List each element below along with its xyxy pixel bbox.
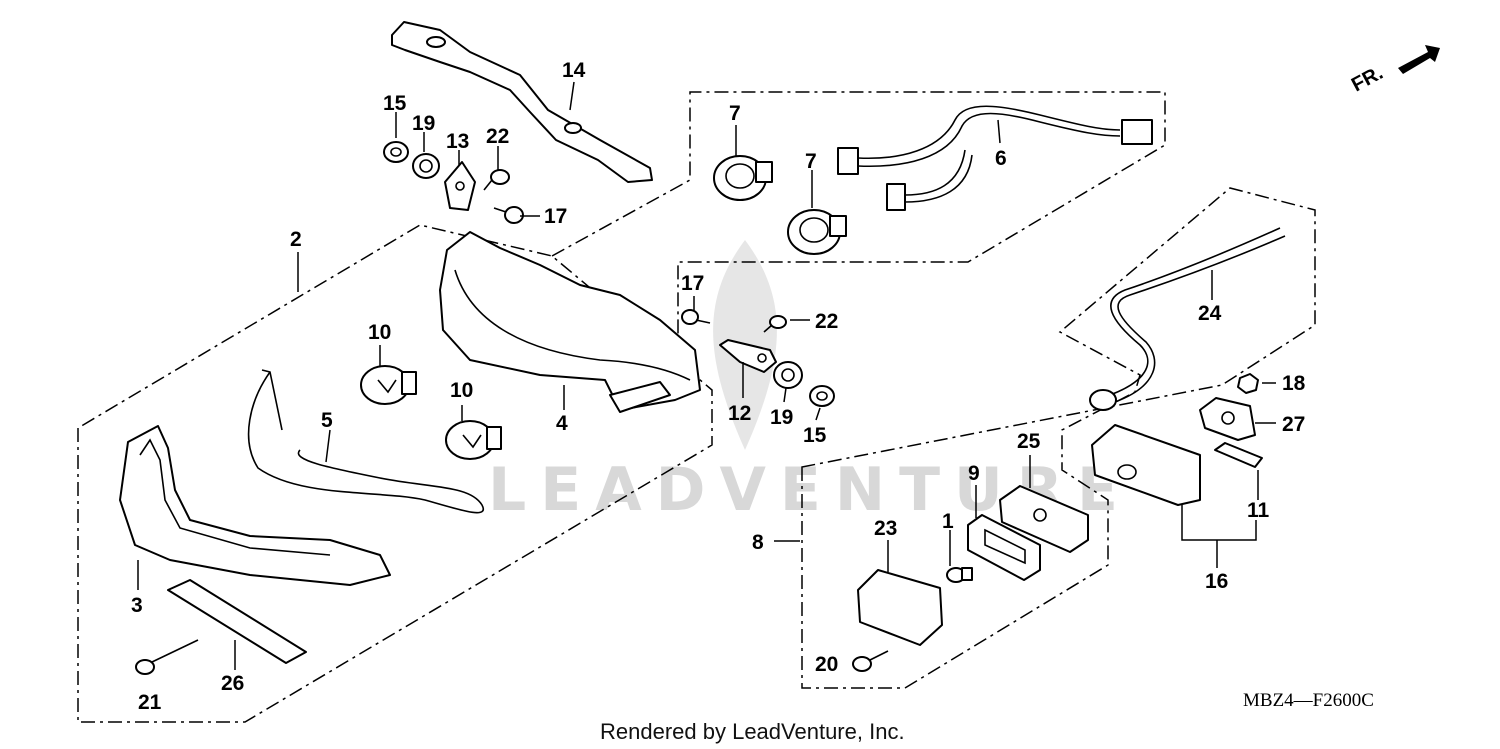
callout-19-top: 19 bbox=[412, 112, 435, 135]
lens-3 bbox=[119, 425, 391, 586]
bracket-14 bbox=[391, 21, 653, 183]
callout-11: 11 bbox=[1247, 499, 1270, 522]
callout-16: 16 bbox=[1205, 570, 1228, 593]
callout-20: 20 bbox=[815, 653, 838, 676]
socket-7-upper bbox=[713, 155, 773, 201]
callout-12: 12 bbox=[728, 402, 751, 425]
callouts: 14 15 19 13 22 17 7 7 6 2 10 10 5 4 3 26… bbox=[131, 59, 1306, 714]
callout-5: 5 bbox=[321, 409, 333, 432]
callout-10-lower: 10 bbox=[450, 379, 473, 402]
callout-10-upper: 10 bbox=[368, 321, 391, 344]
callout-3: 3 bbox=[131, 594, 143, 617]
bulb-10-lower bbox=[445, 420, 502, 460]
nut-18 bbox=[1237, 373, 1259, 394]
grommet-19-top bbox=[412, 153, 440, 179]
callout-24: 24 bbox=[1198, 302, 1222, 325]
seal-11 bbox=[1214, 442, 1263, 468]
seal-strip-26 bbox=[167, 579, 307, 664]
callout-6: 6 bbox=[995, 147, 1007, 170]
clip-12 bbox=[719, 339, 777, 373]
callout-22-top: 22 bbox=[486, 125, 509, 148]
collar-15-top bbox=[383, 141, 409, 163]
callout-7-lower: 7 bbox=[805, 150, 817, 173]
plate-27 bbox=[1199, 397, 1256, 441]
front-direction-arrow-icon bbox=[1398, 45, 1440, 74]
screw-20 bbox=[852, 650, 889, 672]
callout-1: 1 bbox=[942, 510, 954, 533]
leader-lines bbox=[137, 81, 1276, 670]
callout-14: 14 bbox=[562, 59, 586, 82]
socket-7-lower bbox=[787, 209, 847, 255]
gasket-5 bbox=[247, 369, 485, 514]
callout-18: 18 bbox=[1282, 372, 1306, 395]
wire-harness-6 bbox=[837, 105, 1153, 211]
bulb-1 bbox=[946, 567, 973, 583]
callout-23: 23 bbox=[874, 517, 897, 540]
callout-27: 27 bbox=[1282, 413, 1305, 436]
clip-13 bbox=[444, 161, 476, 211]
callout-26: 26 bbox=[221, 672, 244, 695]
grommet-19-mid bbox=[773, 361, 803, 389]
callout-21: 21 bbox=[138, 691, 162, 714]
screw-21 bbox=[135, 639, 199, 675]
callout-17-mid: 17 bbox=[681, 272, 704, 295]
assembly-box-2 bbox=[77, 224, 713, 723]
diagram-code: MBZ4—F2600C bbox=[1243, 690, 1374, 711]
callout-15-mid: 15 bbox=[803, 424, 827, 447]
callout-2: 2 bbox=[290, 228, 302, 251]
bolt-17-top bbox=[493, 206, 524, 224]
bolt-17-mid bbox=[681, 309, 711, 325]
gasket-9 bbox=[967, 514, 1041, 581]
callout-13: 13 bbox=[446, 130, 469, 153]
assembly-box-6 bbox=[551, 91, 1166, 335]
socket-25 bbox=[999, 485, 1089, 553]
direction-label: FR. bbox=[1348, 62, 1387, 97]
lens-23 bbox=[857, 569, 943, 646]
callout-7-upper: 7 bbox=[729, 102, 741, 125]
screw-22-top bbox=[483, 169, 510, 191]
callout-8: 8 bbox=[752, 531, 764, 554]
housing-4 bbox=[439, 231, 701, 413]
callout-15-top: 15 bbox=[383, 92, 407, 115]
bulb-10-upper bbox=[360, 365, 417, 405]
callout-19-mid: 19 bbox=[770, 406, 793, 429]
screw-22-mid bbox=[763, 315, 787, 333]
callout-25: 25 bbox=[1017, 430, 1041, 453]
housing-16 bbox=[1091, 424, 1201, 506]
wire-24 bbox=[1089, 227, 1286, 411]
collar-15-mid bbox=[809, 385, 835, 407]
callout-4: 4 bbox=[556, 412, 568, 435]
callout-9: 9 bbox=[968, 462, 980, 485]
callout-22-mid: 22 bbox=[815, 310, 838, 333]
callout-17-top: 17 bbox=[544, 205, 567, 228]
render-credit: Rendered by LeadVenture, Inc. bbox=[600, 719, 905, 744]
